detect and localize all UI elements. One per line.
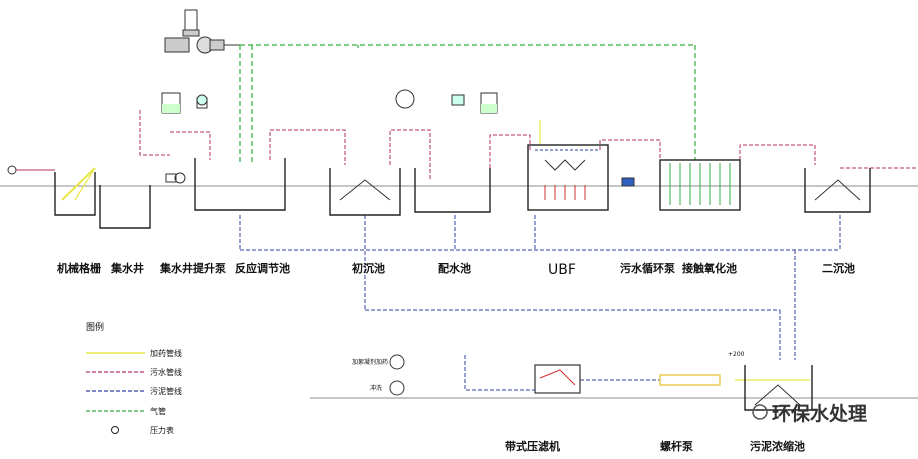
equalization-tank <box>194 158 286 211</box>
legend-label-pressure-gauge: 压力表 <box>150 425 174 435</box>
unit-label-primary-clarifier: 初沉池 <box>352 261 385 275</box>
unit-label-contact-oxidation: 接触氧化池 <box>682 261 737 275</box>
sludge-thickener-tank <box>744 365 813 411</box>
wash-pump-icon <box>389 380 405 396</box>
secondary-clarifier-tank <box>804 168 871 213</box>
lift-pump-icon <box>165 172 186 184</box>
belt-filter-press-icon <box>534 364 581 394</box>
screw-pump-icon <box>659 374 721 386</box>
unit-label-collection-well: 集水井 <box>110 261 144 275</box>
legend-label-sewage: 污水管线 <box>150 367 182 377</box>
ubf-reactor <box>527 144 609 211</box>
unit-label-screen: 机械格栅 <box>57 261 101 275</box>
unit-label-ubf: UBF <box>548 262 576 278</box>
legend-label-air: 气管 <box>150 406 166 416</box>
wash-input-label: 冲洗 <box>370 384 382 392</box>
wechat-icon <box>752 404 768 420</box>
unit-label-lift-pump: 集水井提升泵 <box>159 261 226 275</box>
sewage-pipes <box>139 110 918 180</box>
dosing-pump-icon <box>395 89 498 114</box>
unit-label-sludge-thickener: 污泥浓缩池 <box>750 439 805 453</box>
pressure-gauge-icon <box>111 426 119 434</box>
circulation-pump-icon <box>621 177 635 187</box>
unit-label-screw-pump: 螺杆泵 <box>660 439 693 453</box>
flocculant-input-label: 加絮凝剂加药 <box>352 358 388 366</box>
screen-tank <box>54 167 96 216</box>
dosing-pipes <box>74 120 810 381</box>
watermark-text: 环保水处理 <box>772 402 867 425</box>
unit-label-circulation-pump: 污水循环泵 <box>620 261 675 275</box>
unit-label-mixing-tank: 配水池 <box>438 261 471 275</box>
air-pipes <box>239 44 696 165</box>
primary-clarifier-tank <box>329 168 401 216</box>
watermark: 环保水处理 <box>752 402 867 425</box>
unit-label-equalization-tank: 反应调节池 <box>235 261 290 275</box>
contact-oxidation-tank <box>659 159 741 211</box>
legend-label-dosing: 加药管线 <box>150 348 182 358</box>
collection-well-tank <box>99 185 151 229</box>
legend-label-sludge: 污泥管线 <box>150 386 182 396</box>
dosing-tank-1-icon <box>161 92 208 114</box>
sludge-pipes <box>239 215 841 391</box>
flocculant-pump-icon <box>389 354 405 370</box>
thickener-level-label: +200 <box>728 351 745 358</box>
mixing-tank <box>414 168 491 213</box>
blower-icon <box>164 9 240 54</box>
unit-label-secondary-clarifier: 二沉池 <box>822 261 855 275</box>
inlet-icon <box>7 165 17 175</box>
legend-title: 图例 <box>86 321 104 333</box>
legend: 图例 加药管线 污水管线 污泥管线 气管 压力表 <box>86 321 182 435</box>
unit-label-belt-filter-press: 带式压滤机 <box>505 439 560 453</box>
